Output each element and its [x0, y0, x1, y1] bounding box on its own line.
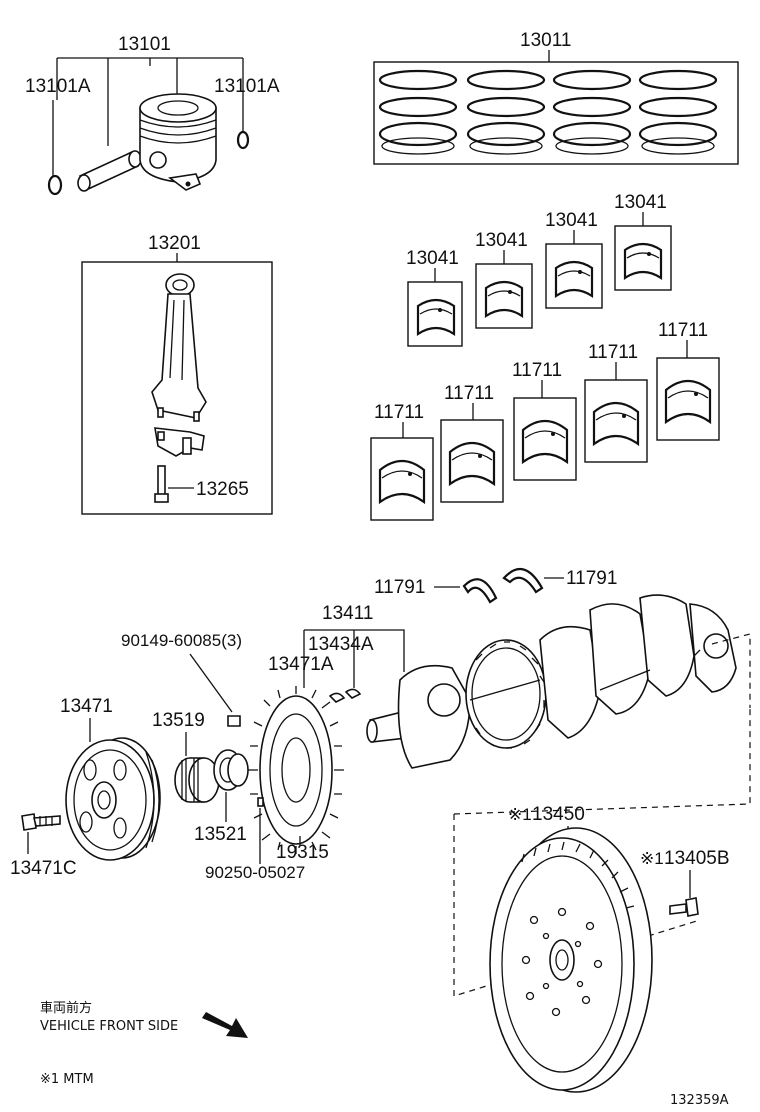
- label-13041-d: 13041: [614, 192, 667, 213]
- label-90250-05027: 90250-05027: [205, 863, 305, 882]
- front-direction-arrow-icon: [202, 1012, 248, 1038]
- gear-13519-group: 13519 13521: [152, 710, 249, 845]
- label-13101A-left: 13101A: [25, 76, 91, 97]
- label-13450: 13450: [532, 804, 585, 825]
- crankshaft-pulley: [65, 737, 161, 861]
- label-13201: 13201: [148, 233, 201, 254]
- piston-ring-set: 13011: [373, 30, 739, 165]
- footnote-mtm: ※1 MTM: [40, 1072, 94, 1087]
- label-13041-c: 13041: [545, 210, 598, 231]
- label-11711-d: 11711: [588, 342, 638, 363]
- label-13405B: 13405B: [664, 848, 730, 869]
- spacer-13521: [213, 749, 249, 791]
- bearing-11711-e: [664, 379, 712, 425]
- label-11711-b: 11711: [444, 383, 494, 404]
- label-13434A: 13434A: [308, 634, 374, 655]
- label-19315: 19315: [276, 842, 329, 863]
- label-11711-a: 11711: [374, 402, 424, 423]
- crankshaft-group: 13411 13434A 13471A: [268, 594, 751, 769]
- piston-group: 13101 13101A 13101A: [25, 34, 280, 196]
- main-bearings: 11711 11711 11711 11711: [370, 320, 720, 521]
- front-side-label-en: VEHICLE FRONT SIDE: [40, 1019, 178, 1034]
- ring-stack-1: [378, 69, 458, 155]
- thrust-washers: 11791 11791: [374, 567, 617, 604]
- bearing-13041-a: [416, 298, 456, 337]
- bearing-11711-a: [378, 459, 426, 505]
- piston: [139, 93, 217, 191]
- ring-set-box: [373, 61, 739, 165]
- flywheel-group: ※1 13450 ※1 13405B: [453, 708, 751, 1093]
- front-side-label-jp: 車両前方: [40, 1000, 92, 1016]
- rod-bearings: 13041 13041 13041 13041: [406, 192, 672, 347]
- bolt-90149-group: 90149-60085(3): [121, 631, 242, 727]
- label-90149-60085: 90149-60085(3): [121, 631, 242, 650]
- bearing-11711-b: [448, 441, 496, 487]
- flywheel: [489, 827, 653, 1093]
- ring-stack-3: [552, 69, 632, 155]
- label-13041-a: 13041: [406, 248, 459, 269]
- crank-gear-13519: [174, 757, 220, 803]
- rod-bolt: [154, 465, 169, 503]
- piston-pin: [77, 150, 142, 192]
- label-13411: 13411: [322, 603, 373, 624]
- bearing-13041-c: [554, 260, 594, 299]
- label-13471: 13471: [60, 696, 113, 717]
- thrust-washer-left: [462, 578, 498, 604]
- connecting-rod: [151, 273, 207, 457]
- pulley-group: 13471 13471C: [10, 696, 161, 879]
- label-13519: 13519: [152, 710, 205, 731]
- ring-stack-4: [638, 69, 718, 155]
- label-13041-b: 13041: [475, 230, 528, 251]
- label-13265: 13265: [196, 479, 249, 500]
- flywheel-bolt: [669, 897, 699, 917]
- connecting-rod-group: 13201 13265: [81, 233, 273, 515]
- label-13101A-right: 13101A: [214, 76, 280, 97]
- leader-13101: [56, 57, 244, 146]
- snap-ring-left: [47, 174, 63, 196]
- bearing-11711-c: [521, 419, 569, 465]
- diagram-id: 132359A: [670, 1093, 729, 1108]
- timing-sprocket-group: 19315 90250-05027: [205, 686, 344, 882]
- key-90250: [257, 797, 264, 807]
- con-rod-box: [81, 261, 273, 515]
- label-11791-right: 11791: [566, 568, 617, 589]
- thrust-washer-right: [502, 567, 544, 594]
- bolt-90149: [227, 715, 241, 727]
- label-11791-left: 11791: [374, 577, 425, 598]
- snap-ring-right: [236, 130, 250, 150]
- bearing-11711-d: [592, 401, 640, 447]
- label-13450-mark: ※1: [508, 805, 532, 824]
- notes: 車両前方 VEHICLE FRONT SIDE ※1 MTM 132359A: [40, 1000, 729, 1108]
- leader-13411: [303, 629, 405, 688]
- bearing-13041-b: [484, 280, 524, 319]
- label-13101: 13101: [118, 34, 171, 55]
- label-13405B-mark: ※1: [640, 849, 664, 868]
- woodruff-keys: [328, 688, 362, 703]
- timing-sprocket: [248, 686, 344, 854]
- ring-stack-2: [466, 69, 546, 155]
- pulley-bolt: [21, 813, 61, 831]
- label-13471C: 13471C: [10, 858, 77, 879]
- label-13471A: 13471A: [268, 654, 334, 675]
- bearing-13041-d: [623, 242, 663, 281]
- label-11711-c: 11711: [512, 360, 562, 381]
- label-13521: 13521: [194, 824, 247, 845]
- label-13011: 13011: [520, 30, 571, 51]
- leader-13101A: [52, 100, 244, 176]
- crankshaft: [366, 594, 737, 769]
- label-11711-e: 11711: [658, 320, 708, 341]
